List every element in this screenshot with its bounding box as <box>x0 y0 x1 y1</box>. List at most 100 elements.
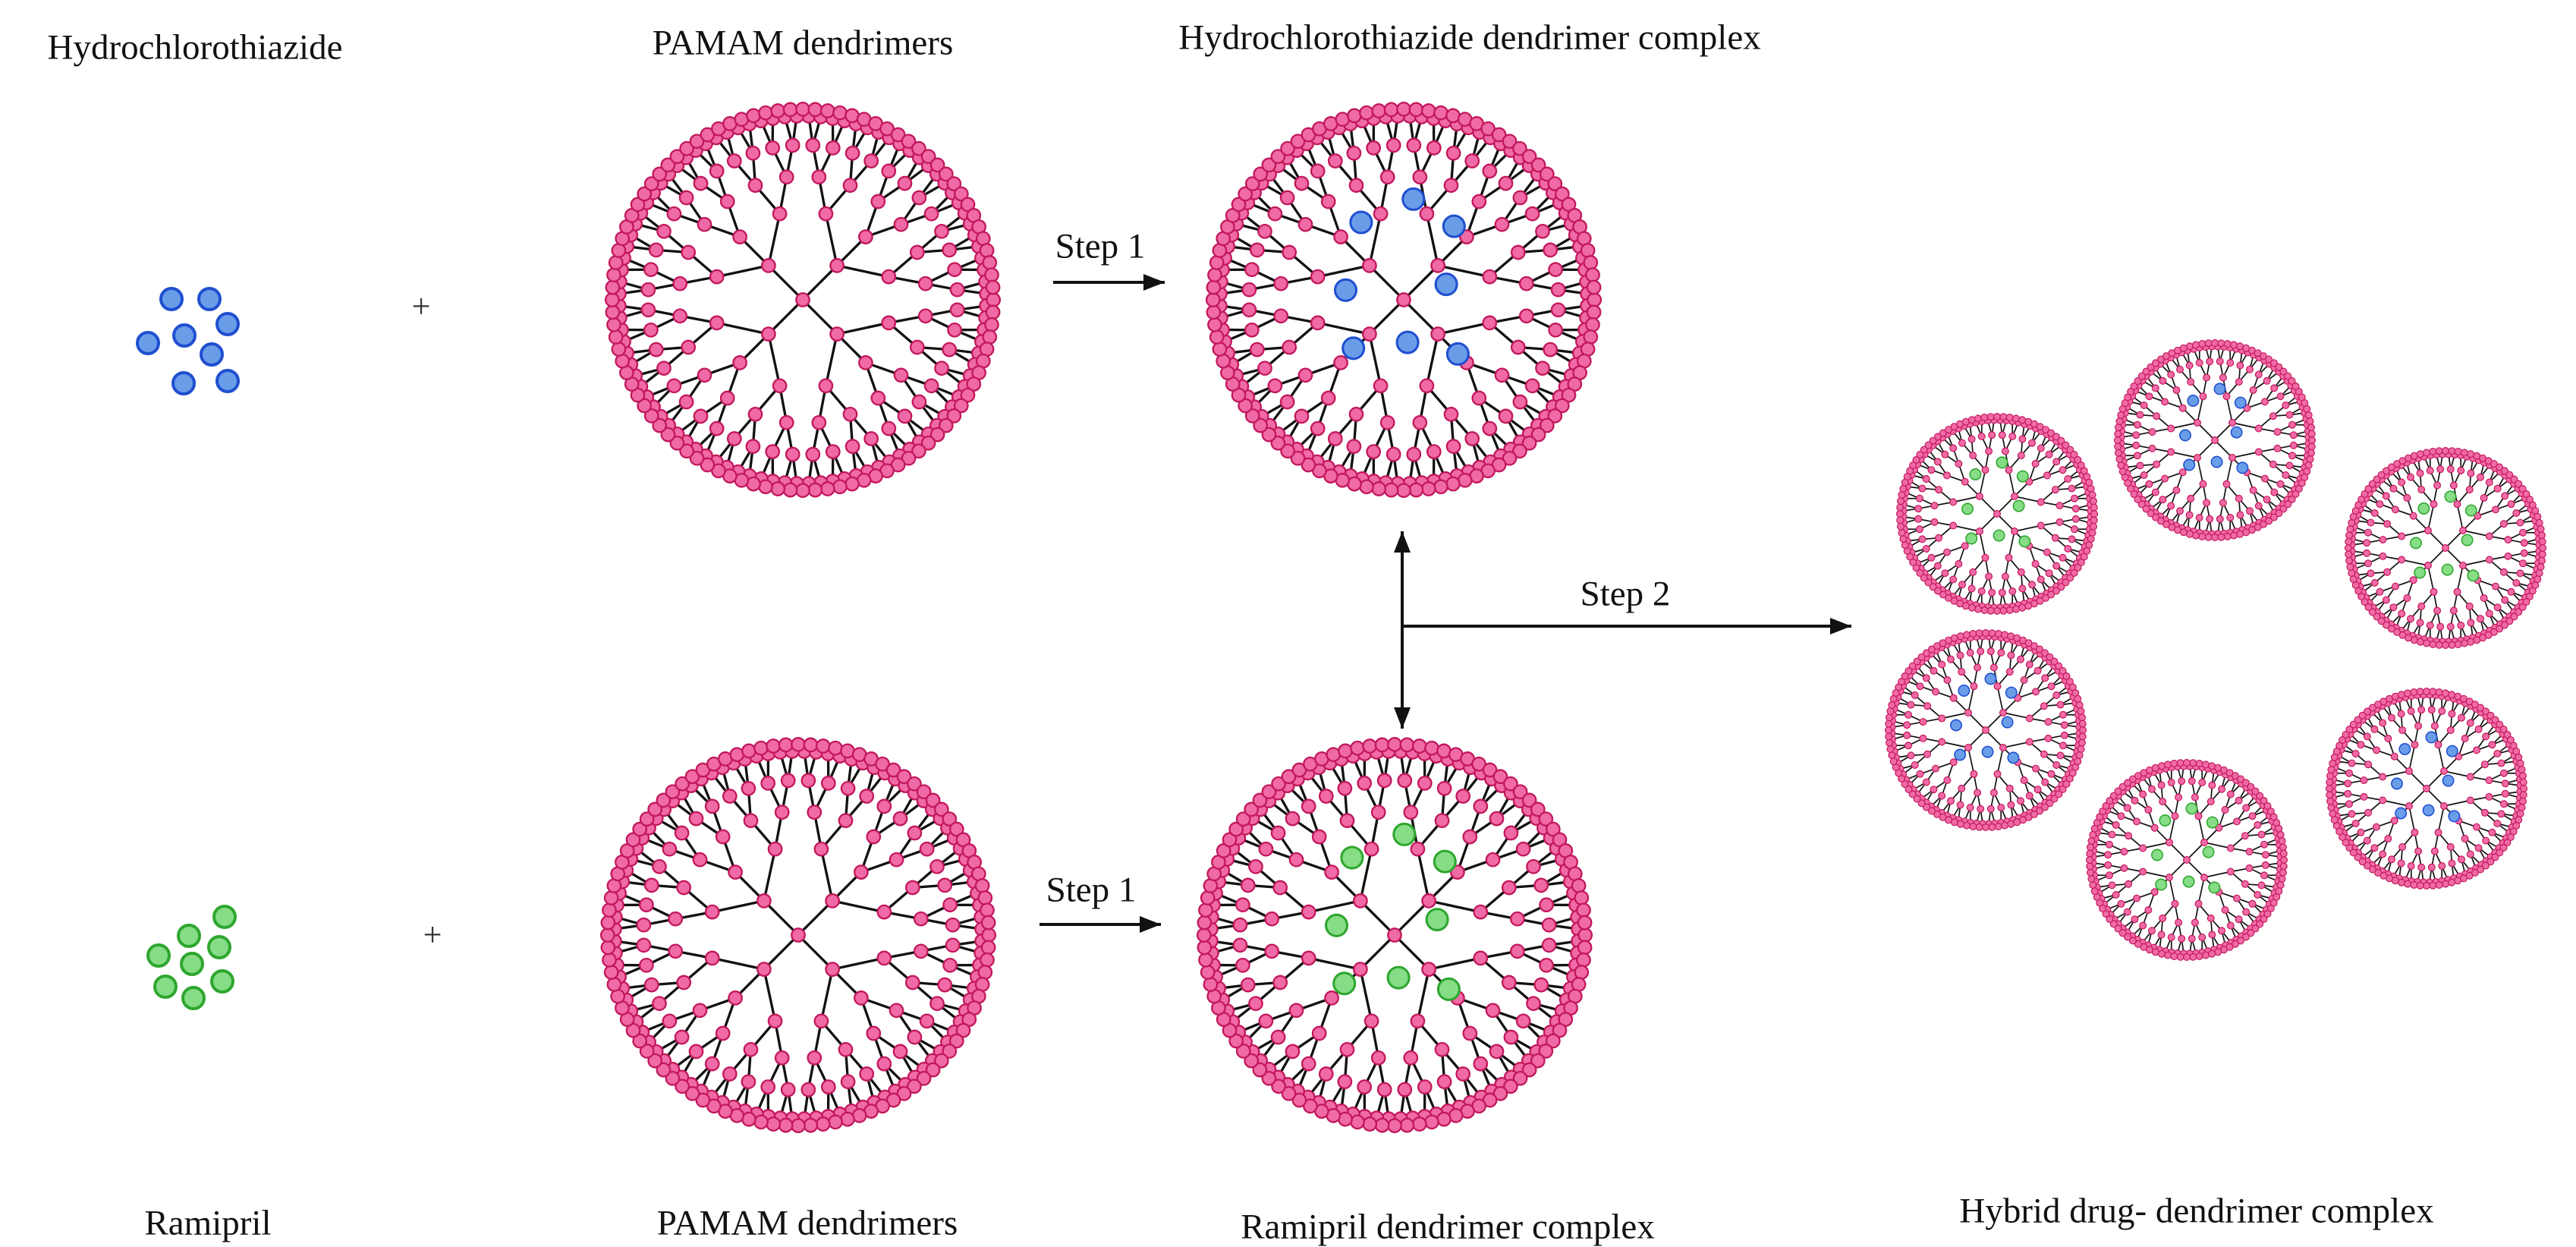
dendrimer-terminal-node <box>1302 952 1315 965</box>
drug-molecule <box>2152 849 2162 860</box>
dendrimer-terminal-node <box>2286 411 2293 418</box>
dendrimer-terminal-node <box>1474 952 1487 965</box>
dendrimer-terminal-node <box>2494 751 2501 757</box>
dendrimer-terminal-node <box>2274 429 2281 436</box>
dendrimer-terminal-node <box>640 959 653 971</box>
dendrimer-terminal-node <box>1302 1057 1315 1070</box>
dendrimer-terminal-node <box>943 343 956 356</box>
dendrimer-terminal-node <box>1348 146 1360 159</box>
dendrimer-terminal-node <box>2179 405 2186 411</box>
dendrimer-terminal-node <box>1341 814 1354 827</box>
drug-molecule <box>2183 876 2194 886</box>
dendrimer-terminal-node <box>983 330 996 343</box>
dendrimer-terminal-node <box>2521 786 2527 792</box>
dendrimer-terminal-node <box>2188 778 2195 785</box>
dendrimer-terminal-node <box>2458 468 2464 474</box>
dendrimer-terminal-node <box>1969 604 1976 611</box>
dendrimer-terminal-node <box>2270 413 2277 420</box>
dendrimer-terminal-node <box>2391 817 2398 824</box>
dendrimer-terminal-node <box>2520 529 2527 536</box>
dendrimer-terminal-node <box>2219 927 2225 934</box>
dendrimer-terminal-node <box>2077 746 2084 753</box>
dendrimer-terminal-node <box>2215 949 2222 956</box>
dendrimer-terminal-node <box>913 395 926 408</box>
dendrimer-terminal-node <box>1422 962 1435 975</box>
dendrimer-terminal-node <box>2223 480 2230 487</box>
dendrimer-terminal-node <box>2014 819 2021 826</box>
dendrimer-terminal-node <box>948 263 961 276</box>
dendrimer-terminal-node <box>2307 418 2313 425</box>
dendrimer-terminal-node <box>2079 714 2086 721</box>
dendrimer-terminal-node <box>690 812 703 825</box>
dendrimer-terminal-node <box>2399 844 2406 851</box>
dendrimer-nodes <box>1897 414 2098 615</box>
dendrimer-terminal-node <box>1404 806 1417 819</box>
dendrimer-terminal-node <box>1365 1015 1378 1028</box>
dendrimer-terminal-node <box>1968 436 1975 442</box>
dendrimer-terminal-node <box>830 327 843 340</box>
dendrimer-terminal-node <box>2037 499 2044 505</box>
dendrimer-terminal-node <box>1897 504 1904 511</box>
dendrimer-terminal-node <box>2006 786 2013 792</box>
dendrimer-terminal-node <box>2365 529 2372 536</box>
dendrimer-terminal-node <box>1924 703 1931 710</box>
dendrimer-terminal-node <box>759 106 772 119</box>
dendrimer-terminal-node <box>710 270 723 283</box>
dendrimer-terminal-node <box>1437 1113 1450 1126</box>
dendrimer-nodes <box>2115 340 2316 541</box>
dendrimer-terminal-node <box>2449 448 2455 455</box>
dendrimer-terminal-node <box>2254 822 2261 829</box>
dendrimer-terminal-node <box>2048 683 2055 690</box>
dendrimer-terminal-node <box>1427 445 1440 458</box>
dendrimer-terminal-node <box>757 894 770 907</box>
dendrimer-terminal-node <box>2442 690 2449 697</box>
drug-molecule <box>1966 533 1977 543</box>
dendrimer-terminal-node <box>1422 482 1435 495</box>
dendrimer-terminal-node <box>2436 689 2442 696</box>
dendrimer-terminal-node <box>1975 415 1982 422</box>
dendrimer-terminal-node <box>2392 583 2399 590</box>
dendrimer-terminal-node <box>2435 742 2442 748</box>
dendrimer-terminal-node <box>1388 928 1401 941</box>
dendrimer-terminal-node <box>1586 269 1599 282</box>
dendrimer-terminal-node <box>1411 1015 1424 1028</box>
dendrimer-terminal-node <box>2327 773 2334 779</box>
dendrimer-terminal-node <box>846 146 859 159</box>
dendrimer-terminal-node <box>813 171 826 184</box>
dendrimer-terminal-node <box>1425 1116 1438 1129</box>
dendrimer-terminal-node <box>2461 449 2468 456</box>
dendrimer-terminal-node <box>2053 692 2060 699</box>
dendrimer-terminal-node <box>2277 832 2284 839</box>
dendrimer-terminal-node <box>985 269 998 282</box>
dendrimer-terminal-node <box>2262 398 2269 405</box>
dendrimer-terminal-node <box>2486 794 2493 801</box>
dendrimer-terminal-node <box>2184 954 2191 961</box>
drug-molecule <box>2467 570 2478 581</box>
dendrimer-terminal-node <box>1360 480 1373 493</box>
dendrimer-terminal-node <box>2190 760 2197 767</box>
drug-molecule <box>2159 815 2170 826</box>
dendrimer-terminal-node <box>1483 316 1496 329</box>
dendrimer-terminal-node <box>2391 753 2398 760</box>
dendrimer-terminal-node <box>895 369 907 382</box>
dendrimer-terminal-node <box>1920 719 1926 726</box>
dendrimer-terminal-node <box>2242 880 2249 887</box>
dendrimer-terminal-node <box>2188 935 2195 942</box>
dendrimer-terminal-node <box>2158 931 2165 938</box>
dendrimer-terminal-node <box>1920 735 1926 742</box>
dendrimer-terminal-node <box>2480 495 2487 502</box>
dendrimer-terminal-node <box>1505 827 1518 839</box>
dendrimer-terminal-node <box>1970 823 1977 830</box>
dendrimer-terminal-node <box>2483 733 2490 740</box>
dendrimer-terminal-node <box>1579 928 1592 941</box>
dendrimer-terminal-node <box>766 141 779 154</box>
drug-molecule <box>2231 427 2241 437</box>
dendrimer-terminal-node <box>2002 822 2008 829</box>
dendrimer-terminal-node <box>2133 442 2140 449</box>
arrow-head <box>1394 531 1411 553</box>
dendrimer-terminal-node <box>2467 619 2474 626</box>
dendrimer-terminal-node <box>2177 366 2184 373</box>
dendrimer-terminal-node <box>2011 493 2018 500</box>
dendrimer-terminal-node <box>2250 387 2257 394</box>
dendrimer-terminal-node <box>1505 1031 1518 1044</box>
